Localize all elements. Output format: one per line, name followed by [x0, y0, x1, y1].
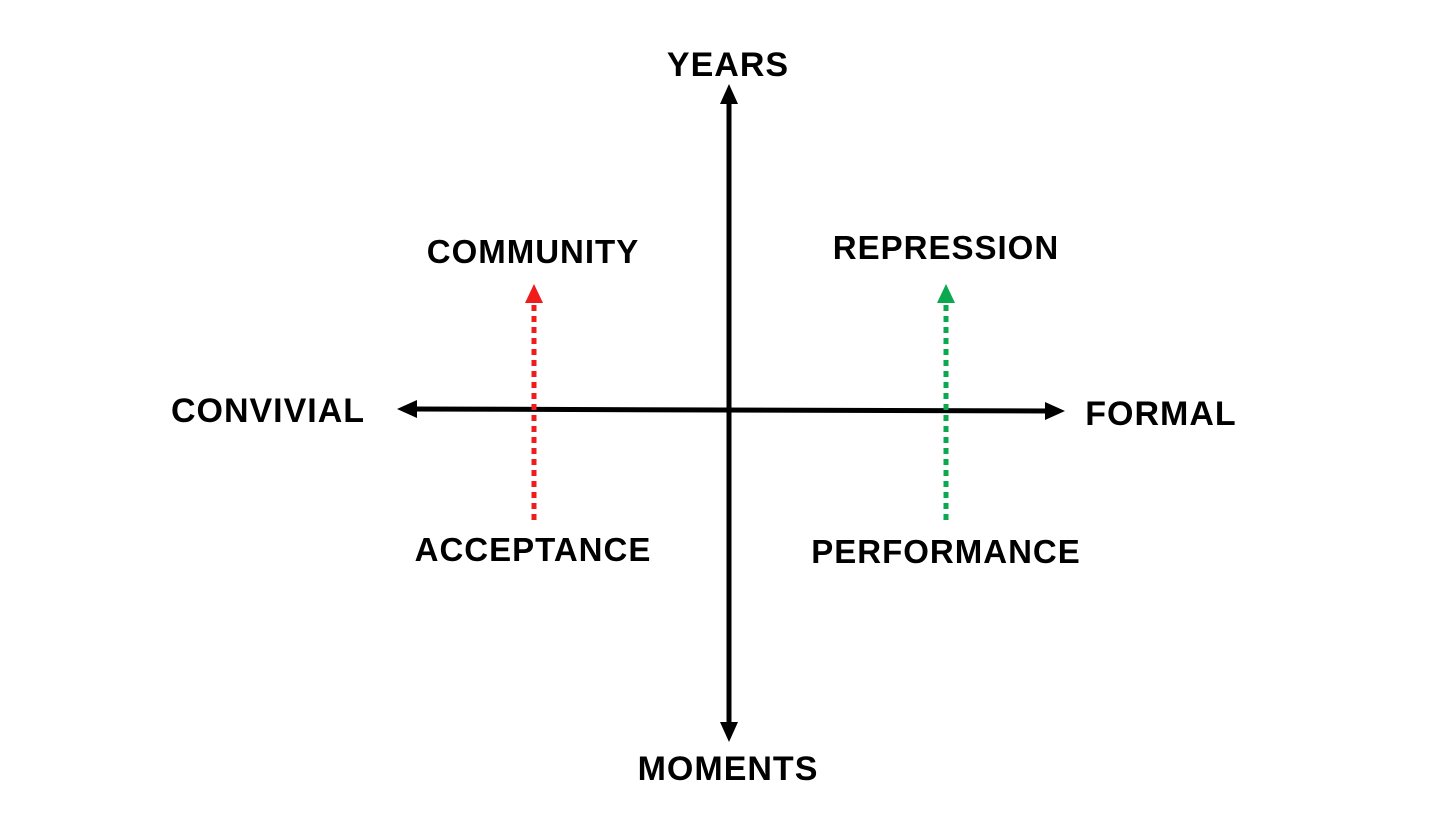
axis-label-bottom: MOMENTS — [638, 750, 819, 788]
horizontal-axis-line — [411, 406, 1051, 414]
quadrant-label-lower-right: PERFORMANCE — [811, 533, 1081, 570]
vertical-axis-top-arrowhead — [720, 84, 738, 104]
axis-label-top: YEARS — [667, 46, 789, 84]
axis-label-right: FORMAL — [1085, 395, 1236, 433]
quadrant-label-lower-left: ACCEPTANCE — [415, 531, 652, 568]
quadrant-label-upper-right: REPRESSION — [833, 229, 1059, 266]
horizontal-axis-left-arrowhead — [397, 400, 417, 418]
axis-label-left: CONVIVIAL — [171, 392, 365, 430]
green-arrowhead — [937, 284, 955, 303]
quadrant-label-upper-left: COMMUNITY — [427, 233, 639, 270]
vertical-axis-bottom-arrowhead — [720, 722, 738, 742]
horizontal-axis-right-arrowhead — [1045, 402, 1065, 420]
red-arrowhead — [525, 284, 543, 303]
